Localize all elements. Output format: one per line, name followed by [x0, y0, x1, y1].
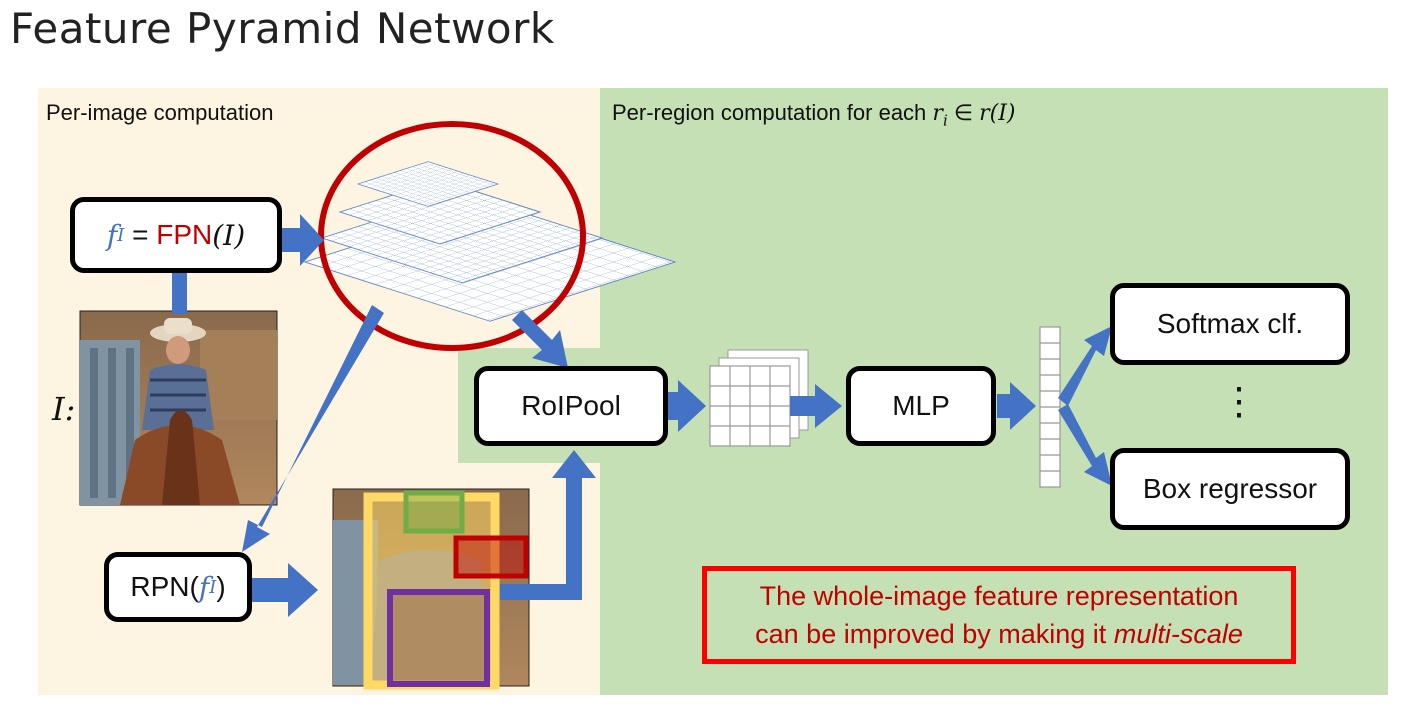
input-image: [79, 310, 278, 506]
arrow-proposals-to-roipool: [500, 450, 596, 600]
fpn-pyramid-icon: [303, 161, 677, 322]
arrow-grid-to-mlp: [790, 384, 842, 428]
arrow-pyramid-to-rpn: [242, 305, 384, 552]
roi-box-red: [453, 535, 529, 579]
roi-box-green: [403, 490, 465, 534]
arrow-fpn-to-pyramid: [282, 214, 324, 266]
feature-vector-icon: [1039, 326, 1061, 488]
roi-box-purple: [387, 589, 490, 687]
softmax-box: Softmax clf.: [1110, 283, 1350, 365]
callout-note: The whole-image feature representation c…: [702, 566, 1296, 664]
mlp-box: MLP: [846, 366, 996, 446]
arrow-image-to-fpn: [172, 272, 187, 314]
roipool-box: RoIPool: [474, 366, 668, 446]
page-title: Feature Pyramid Network: [10, 4, 555, 53]
ellipsis: ⋮: [1220, 381, 1258, 423]
pooled-feature-grid-icon: [709, 349, 809, 447]
arrow-vector-to-regressor: [1058, 404, 1112, 486]
input-label: I:: [52, 390, 76, 428]
box-regressor-box: Box regressor: [1110, 448, 1350, 530]
per-image-label: Per-image computation: [46, 100, 274, 125]
proposals-image: [332, 488, 530, 690]
highlight-circle: [318, 121, 586, 351]
arrow-mlp-to-vector: [997, 382, 1036, 430]
arrow-vector-to-softmax: [1058, 326, 1112, 406]
arrow-pyramid-to-roipool: [512, 310, 568, 368]
arrow-rpn-to-proposals: [252, 563, 318, 617]
arrow-roipool-to-grid: [668, 380, 706, 432]
per-region-label: Per-region computation for each ri ∈ r(I…: [612, 100, 1016, 130]
flow-arrows: [172, 214, 1112, 617]
